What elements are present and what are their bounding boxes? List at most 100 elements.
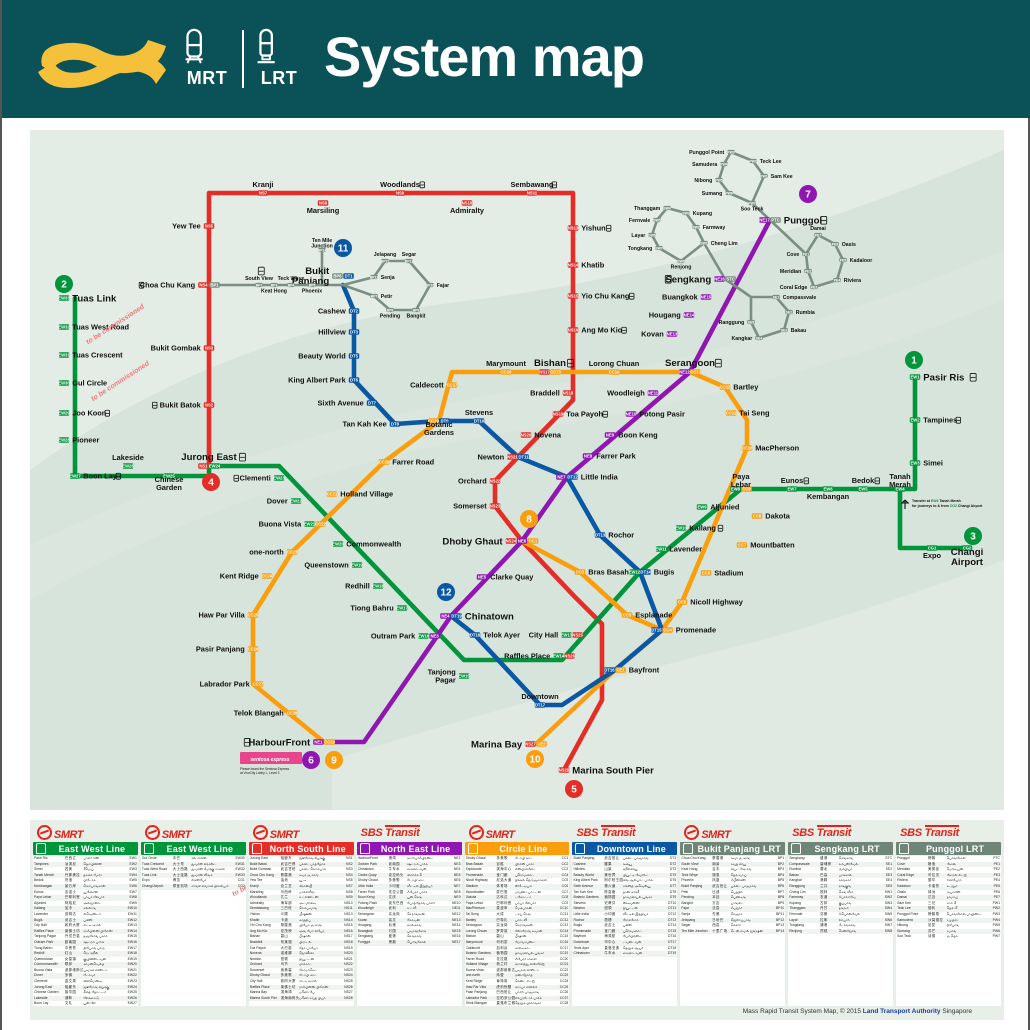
region-marker[interactable]: 3	[964, 527, 982, 545]
region-marker[interactable]: 12	[437, 583, 455, 601]
region-marker[interactable]: 8	[520, 510, 538, 528]
region-marker[interactable]: 1	[905, 351, 923, 369]
region-marker[interactable]: 4	[202, 473, 220, 491]
system-map-canvas[interactable]: .ln{fill:none;stroke-linecap:round;strok…	[30, 130, 1004, 810]
region-marker[interactable]: 11	[334, 239, 352, 257]
region-marker[interactable]: 7	[799, 185, 817, 203]
region-marker[interactable]: 6	[302, 751, 320, 769]
region-marker[interactable]: 9	[325, 751, 343, 769]
region-marker[interactable]: 2	[55, 275, 73, 293]
